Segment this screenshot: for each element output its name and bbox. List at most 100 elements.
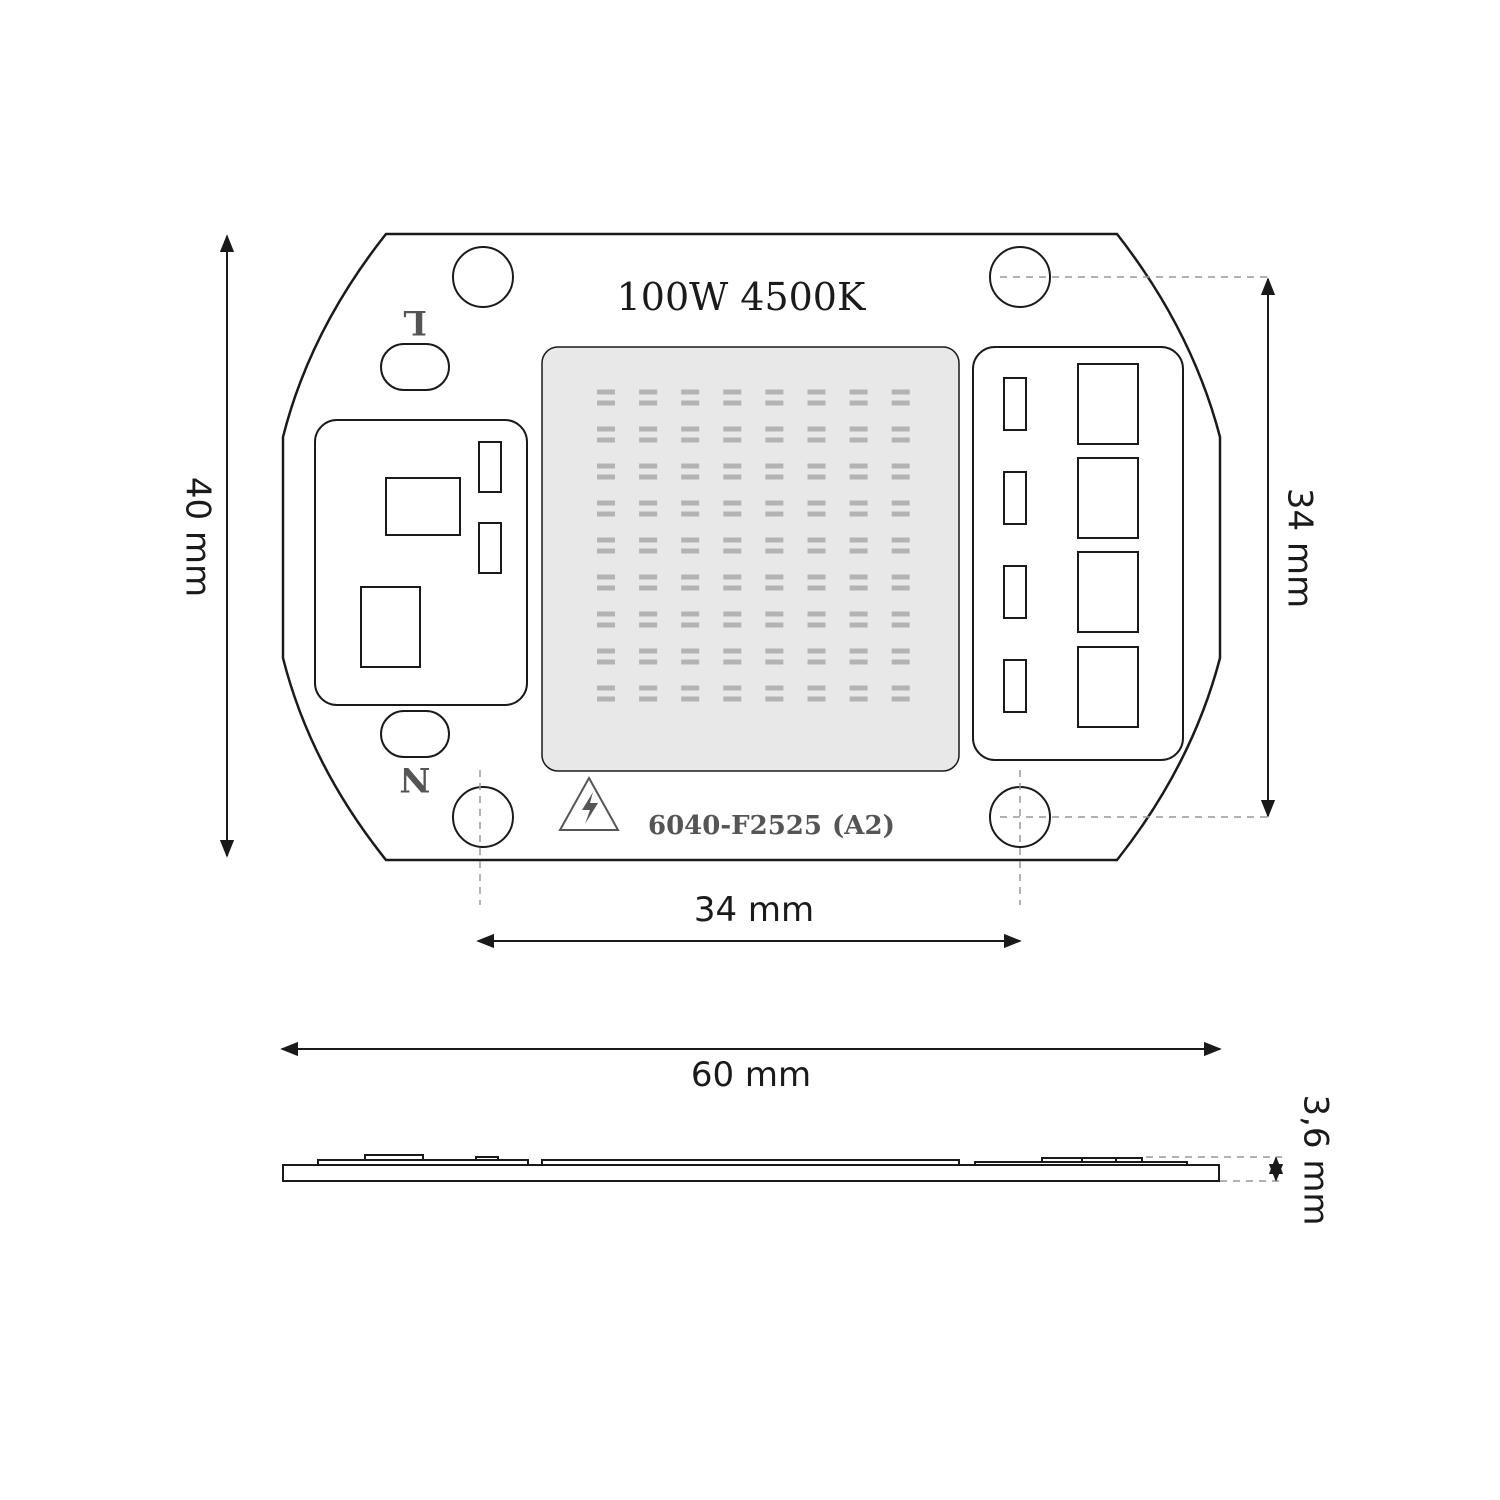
led-chip [639, 659, 658, 665]
led-chip [639, 585, 658, 591]
led-chip [639, 400, 658, 406]
led-chip [807, 511, 826, 517]
led-chip [723, 500, 742, 506]
led-chip [681, 648, 700, 654]
led-chip [597, 622, 615, 628]
side-view-substrate [282, 1164, 1220, 1182]
height-dimension-label: 40 mm [178, 477, 218, 597]
led-chip [807, 437, 826, 443]
led-chip [723, 685, 742, 691]
led-chip [681, 400, 700, 406]
led-chip [849, 511, 868, 517]
led-chip [891, 474, 910, 480]
led-chip [849, 548, 868, 554]
led-chip [849, 500, 868, 506]
led-chip [723, 611, 742, 617]
led-chip [723, 548, 742, 554]
led-chip [891, 389, 910, 395]
terminal-l-label: L [403, 302, 427, 342]
led-chip [639, 463, 658, 469]
led-chip [765, 437, 784, 443]
led-chip [849, 426, 868, 432]
led-chip [807, 537, 826, 543]
hole-spacing-vertical-label: 34 mm [1280, 488, 1320, 608]
component-right-large-1 [1077, 363, 1139, 445]
led-chip [723, 537, 742, 543]
led-chip [891, 548, 910, 554]
side-view-right-component-1 [1041, 1157, 1083, 1163]
led-chip [639, 537, 658, 543]
led-chip [681, 659, 700, 665]
led-chip [807, 389, 826, 395]
side-view-right-component-2 [1081, 1157, 1117, 1163]
led-chip [849, 696, 868, 702]
mounting-hole-bottom-left [452, 786, 514, 848]
led-chip [891, 585, 910, 591]
led-chip [681, 437, 700, 443]
led-chip [807, 585, 826, 591]
led-chip [681, 474, 700, 480]
led-chip [597, 437, 615, 443]
led-chip [723, 511, 742, 517]
led-chip [849, 437, 868, 443]
led-chip [723, 622, 742, 628]
led-chip [639, 548, 658, 554]
led-chip [723, 659, 742, 665]
led-chip [597, 611, 615, 617]
led-chip [681, 500, 700, 506]
led-chip [891, 537, 910, 543]
side-view-led-panel [541, 1159, 960, 1166]
led-chip-grid [597, 389, 910, 702]
hole-spacing-horizontal-label: 34 mm [694, 890, 814, 930]
led-chip [597, 548, 615, 554]
led-chip [639, 389, 658, 395]
led-chip [681, 537, 700, 543]
led-chip [597, 537, 615, 543]
component-right-small-4 [1003, 659, 1027, 713]
led-chip [807, 400, 826, 406]
led-chip [597, 463, 615, 469]
led-chip [639, 696, 658, 702]
led-chip [807, 685, 826, 691]
led-chip [639, 511, 658, 517]
led-chip [723, 426, 742, 432]
led-chip [891, 437, 910, 443]
led-chip [723, 574, 742, 580]
led-chip [765, 426, 784, 432]
led-chip [765, 574, 784, 580]
led-chip [849, 537, 868, 543]
led-chip [639, 611, 658, 617]
led-chip [849, 622, 868, 628]
led-chip [765, 511, 784, 517]
led-chip [597, 574, 615, 580]
led-chip [639, 437, 658, 443]
led-chip [723, 474, 742, 480]
led-chip [597, 585, 615, 591]
thickness-dimension-label: 3,6 mm [1296, 1094, 1336, 1225]
led-chip [597, 474, 615, 480]
led-chip [723, 648, 742, 654]
led-chip [891, 500, 910, 506]
led-chip [849, 685, 868, 691]
width-dimension-label: 60 mm [691, 1055, 811, 1095]
component-left-1 [385, 477, 461, 536]
led-chip [891, 659, 910, 665]
component-right-large-4 [1077, 646, 1139, 728]
led-chip [597, 400, 615, 406]
led-chip [807, 426, 826, 432]
terminal-n-label: N [399, 759, 430, 799]
high-voltage-warning-icon [558, 775, 620, 831]
led-chip [681, 426, 700, 432]
led-chip [597, 500, 615, 506]
mounting-hole-top-left [452, 246, 514, 308]
revision-label: (A2) [832, 811, 895, 841]
led-chip [681, 548, 700, 554]
led-chip [807, 474, 826, 480]
led-chip [681, 511, 700, 517]
led-chip [765, 548, 784, 554]
led-chip [639, 426, 658, 432]
led-chip [723, 463, 742, 469]
led-chip [681, 389, 700, 395]
side-view-right-component-3 [1115, 1157, 1143, 1163]
